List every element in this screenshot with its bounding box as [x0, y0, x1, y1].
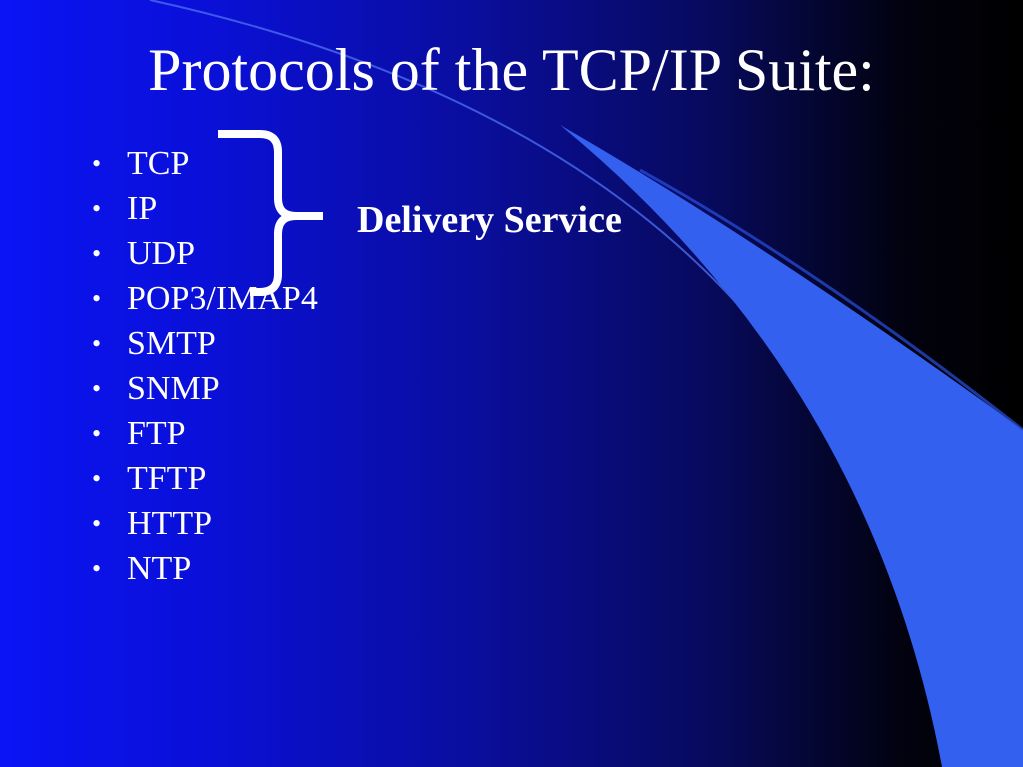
swoosh-upper-edge — [639, 168, 1023, 432]
brace-stroke — [218, 130, 323, 296]
bullet: • — [92, 194, 102, 223]
protocol-list: • TCP • IP • UDP • POP3/IMAP4 • SMTP • SNMP • F… — [92, 141, 318, 591]
swoosh-shape — [560, 125, 1023, 767]
list-item: • FTP — [92, 411, 318, 456]
bullet: • — [92, 149, 102, 178]
list-item: • POP3/IMAP4 — [92, 276, 318, 321]
swoosh-arc-line — [149, 0, 761, 331]
list-item: • IP — [92, 186, 318, 231]
list-item: • UDP — [92, 231, 318, 276]
bullet: • — [92, 239, 102, 268]
list-item: • SMTP — [92, 321, 318, 366]
protocol-label: SNMP — [127, 370, 220, 407]
protocol-label: SMTP — [127, 325, 216, 362]
bullet: • — [92, 464, 102, 493]
slide-title: Protocols of the TCP/IP Suite: — [148, 37, 875, 103]
protocol-label: HTTP — [127, 505, 212, 542]
protocol-label: TCP — [127, 145, 190, 182]
delivery-service-label: Delivery Service — [357, 199, 622, 241]
list-item: • NTP — [92, 546, 318, 591]
protocol-label: TFTP — [127, 460, 207, 497]
protocol-label: IP — [127, 190, 158, 227]
bullet: • — [92, 329, 102, 358]
right-curly-brace-icon — [218, 130, 323, 296]
list-item: • HTTP — [92, 501, 318, 546]
list-item: • SNMP — [92, 366, 318, 411]
bullet: • — [92, 509, 102, 538]
protocol-label: UDP — [127, 235, 196, 272]
protocol-label: NTP — [127, 550, 192, 587]
list-item: • TFTP — [92, 456, 318, 501]
bullet: • — [92, 374, 102, 403]
protocol-label: FTP — [127, 415, 186, 452]
bullet: • — [92, 554, 102, 583]
bullet: • — [92, 419, 102, 448]
protocol-label: POP3/IMAP4 — [127, 280, 318, 317]
list-item: • TCP — [92, 141, 318, 186]
bullet: • — [92, 284, 102, 313]
